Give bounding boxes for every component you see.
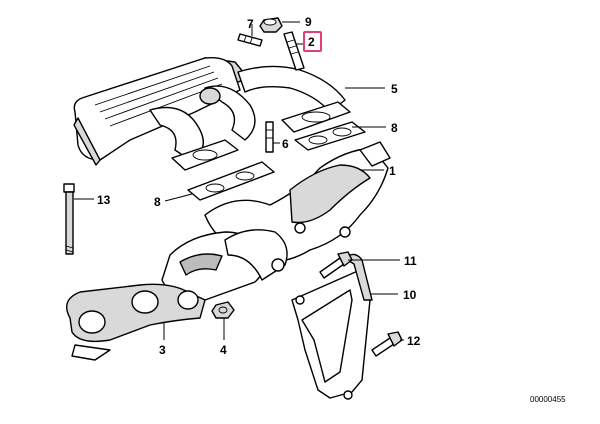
callout-7[interactable]: 7 (247, 17, 254, 31)
callout-3[interactable]: 3 (159, 343, 166, 357)
exhaust-gasket[interactable] (66, 283, 206, 361)
callout-9[interactable]: 9 (305, 15, 312, 29)
nut-4[interactable] (211, 301, 235, 319)
callout-8-upper[interactable]: 8 (391, 121, 398, 135)
callout-4[interactable]: 4 (220, 343, 227, 357)
callout-5[interactable]: 5 (391, 82, 398, 96)
gasket-lower[interactable] (187, 161, 275, 201)
callout-10[interactable]: 10 (403, 288, 417, 302)
callout-2[interactable]: 2 (308, 35, 315, 49)
highlight-box (303, 31, 322, 52)
exhaust-manifold[interactable] (161, 141, 391, 301)
diagram-ref-number: 00000455 (530, 395, 566, 404)
stud-2[interactable] (283, 31, 305, 71)
bracket-10[interactable] (291, 253, 373, 400)
stud-7[interactable] (237, 33, 263, 47)
stud-6[interactable] (265, 121, 274, 153)
leader-lines (74, 21, 404, 341)
nut-9[interactable] (259, 17, 283, 33)
callout-11[interactable]: 11 (404, 254, 417, 268)
callout-12[interactable]: 12 (407, 334, 421, 348)
stud-13[interactable] (63, 183, 75, 255)
callout-6[interactable]: 6 (282, 137, 289, 151)
callout-1[interactable]: 1 (389, 164, 396, 178)
bolt-11[interactable] (319, 251, 353, 279)
callout-8-lower[interactable]: 8 (154, 195, 161, 209)
intake-manifold[interactable] (73, 56, 351, 171)
callout-13[interactable]: 13 (97, 193, 111, 207)
callout-labels: 2 7 9 5 8 6 1 8 13 11 10 12 3 4 (97, 15, 421, 357)
bolt-12[interactable] (371, 331, 403, 357)
gasket-upper[interactable] (294, 121, 366, 151)
